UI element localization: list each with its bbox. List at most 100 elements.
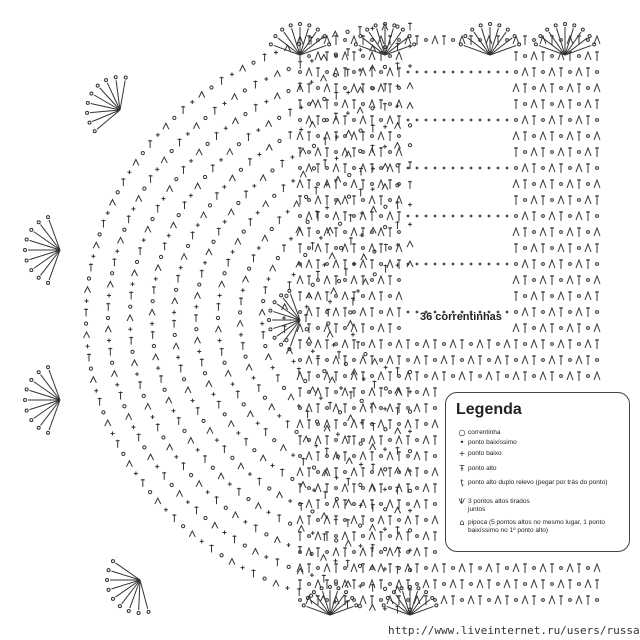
tall-stitch [352,243,356,253]
chain-stitch [316,470,320,474]
tall-stitch [253,103,258,112]
cluster-stitch [377,514,385,525]
chain-stitch [211,239,216,244]
tall-stitch [314,186,319,195]
cluster-stitch [323,418,331,429]
tall-stitch [577,83,581,93]
cluster-stitch [512,322,520,333]
chain-stitch [334,246,338,250]
tall-stitch [262,53,267,62]
chain-stitch [298,406,302,410]
picot-stitch [580,27,585,32]
cluster-stitch [350,226,358,237]
cluster-stitch [332,498,340,509]
cluster-stitch [359,594,367,605]
tall-stitch-icon: Ŧ [459,464,465,473]
picot-stitch [268,327,273,332]
legend-item: + ponto baixo [456,450,618,458]
cluster-stitch [166,184,174,192]
single-stitch [185,131,190,136]
chain-stitch [382,64,388,70]
chain-stitch [185,243,191,249]
single-stitch [91,254,96,259]
tall-stitch [324,447,329,456]
tall-stitch [361,131,365,141]
chain-stitch [322,96,327,102]
tall-stitch [370,67,374,77]
tall-stitch [222,445,227,454]
tall-stitch [352,387,356,397]
cluster-stitch [530,194,538,205]
cluster-stitch [350,370,358,381]
single-stitch [277,413,282,418]
chain-stitch [415,310,419,314]
cluster-stitch [539,370,547,381]
picot-stitch [301,603,306,608]
tall-stitch [433,435,437,445]
chain-stitch [478,566,482,570]
tall-stitch [415,467,419,477]
cluster-stitch [344,539,352,547]
chain-stitch [568,166,572,170]
picot-stitch [354,603,359,608]
chain-stitch [382,586,388,591]
cluster-stitch [180,252,188,260]
fan-stitch [489,44,517,56]
cluster-stitch [211,521,219,529]
tall-stitch [408,22,412,31]
cluster-stitch [369,442,377,451]
chain-stitch [433,598,437,602]
chain-stitch [325,166,329,170]
tall-stitch [505,595,509,605]
chain-stitch [523,342,527,346]
chain-stitch [433,406,437,410]
tall-stitch [559,67,563,77]
single-stitch [128,327,133,332]
picot-stitch [298,22,302,26]
chain-stitch [487,166,491,170]
cluster-stitch [557,578,565,589]
tall-stitch [388,371,392,381]
fan-stitch [282,297,301,321]
chain-stitch [370,106,375,111]
cluster-stitch [172,342,180,350]
cluster-stitch [239,64,247,72]
chain-stitch [383,204,388,209]
tall-stitch [577,371,581,381]
picot-stitch [381,603,386,608]
cluster-stitch [228,557,236,565]
tall-stitch [397,499,401,509]
tall-stitch [257,477,262,486]
tall-stitch [334,563,338,573]
cluster-stitch [503,338,511,349]
tall-stitch [148,174,153,183]
fan-stitch [384,37,408,56]
tall-stitch [212,106,217,115]
tall-stitch [343,211,347,221]
cluster-stitch [296,514,304,525]
chain-stitch [559,86,563,90]
cluster-stitch [154,263,162,272]
single-stitch [257,152,262,157]
chain-stitch [333,72,338,78]
tall-stitch [433,387,437,397]
picot-stitch [287,288,292,293]
picot-stitch [488,22,492,26]
chain-stitch [151,343,156,349]
cluster-stitch [404,370,412,381]
cluster-stitch [593,34,601,45]
chain-stitch [334,486,338,490]
cluster-stitch [184,385,192,394]
tall-stitch [240,341,245,350]
tall-stitch [280,159,285,168]
chain-stitch [115,190,120,195]
tall-stitch [577,275,581,285]
single-stitch [131,425,136,430]
picot-stitch [267,318,271,322]
chain-stitch [347,172,352,178]
tall-stitch [370,547,374,557]
cluster-stitch [314,290,322,301]
cluster-stitch [476,338,484,349]
cluster-stitch [273,69,281,78]
cluster-stitch [296,226,304,237]
